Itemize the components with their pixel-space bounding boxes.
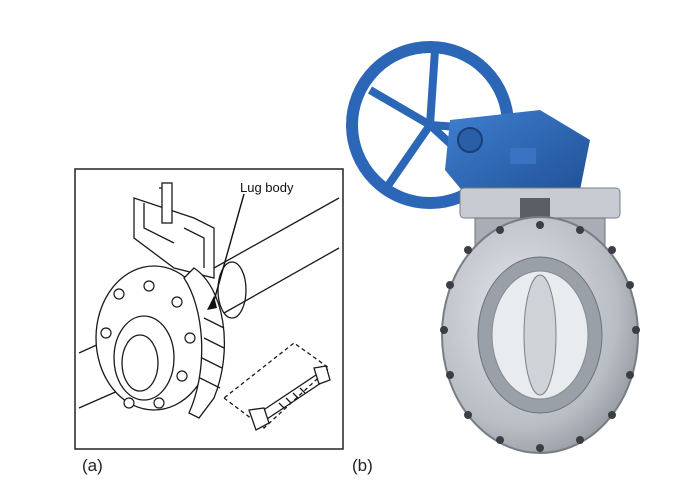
bolt-holes [100,280,196,409]
flange-hole [576,226,584,234]
flange-hole [632,326,640,334]
flange-bore [113,315,175,401]
flange-holes [440,221,640,452]
lug-valve-svg [74,168,344,450]
bolt-hole [153,397,165,409]
flange-hole [464,246,472,254]
callout-arrowhead [207,296,217,310]
bolt-head [248,407,270,431]
flange-hole [536,444,544,452]
bolt-shank [258,372,325,422]
bolt-hole [113,288,125,300]
dashed-outline [222,342,331,429]
valve-photo [340,30,680,460]
lug-ribs [199,317,225,389]
flange-hole [496,226,504,234]
flange-hole [440,326,448,334]
right-pipe [213,197,340,314]
bolt-hole [143,280,155,292]
right-pipe-end [217,261,247,319]
lug-valve-drawing [74,168,346,452]
lug-body-label: Lug body [240,180,294,195]
flange-hole [446,371,454,379]
bolt-hole [100,327,112,339]
caption-b: (b) [352,456,373,475]
flange-hole [536,221,544,229]
bolt-hole [123,397,135,409]
flange-hole [464,411,472,419]
flange-hole [576,436,584,444]
bolt-thread [278,387,306,409]
pipe-inner [121,334,159,392]
stem-coupling [520,198,550,218]
flange-hole [626,371,634,379]
lug-top [133,197,215,279]
bolt-hole [184,332,196,344]
gearbox-plate [510,148,536,164]
flange-hole [496,436,504,444]
bolt-hole [171,296,183,308]
bolt-nut [313,365,331,385]
flange-hole [608,411,616,419]
valve-photo-svg [346,41,640,454]
stem [161,182,173,224]
caption-a: (a) [82,456,103,475]
flange-hole [446,281,454,289]
callout-arrow-line [211,193,245,309]
valve-disc [523,274,557,396]
gearbox-hub [457,127,483,153]
gearbox [445,110,590,200]
flange-hole [608,246,616,254]
flange-hole [626,281,634,289]
bolt-hole [176,370,188,382]
